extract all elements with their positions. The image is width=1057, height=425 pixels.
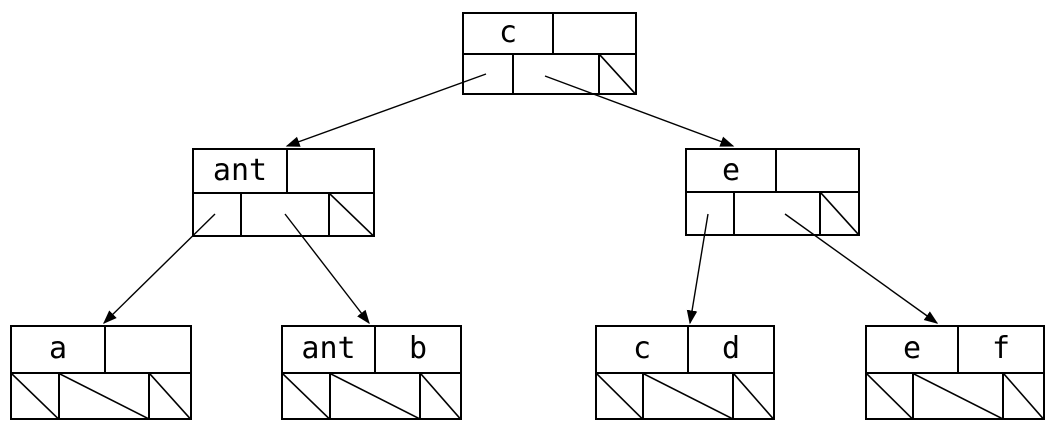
key-row: e	[687, 150, 858, 191]
null-pointer-cell	[912, 373, 1002, 418]
null-slash-icon	[644, 373, 732, 418]
key-cell	[552, 14, 635, 53]
null-slash-icon	[12, 373, 58, 418]
null-pointer-cell	[148, 373, 190, 418]
null-slash-icon	[150, 373, 190, 418]
pointer-cell	[194, 194, 240, 236]
key-cell	[286, 150, 373, 192]
pointer-row	[194, 191, 373, 236]
pointer-row	[597, 371, 773, 418]
null-slash-icon	[60, 373, 148, 418]
key-cell: d	[687, 327, 773, 372]
null-pointer-cell	[12, 373, 58, 418]
null-pointer-cell	[1002, 373, 1043, 418]
null-pointer-cell	[819, 193, 858, 234]
null-pointer-cell	[58, 373, 148, 418]
key-cell: a	[48, 331, 68, 367]
null-slash-icon	[283, 373, 329, 418]
null-pointer-cell	[329, 373, 419, 418]
key-row: a	[12, 327, 190, 372]
key-row: e f	[867, 327, 1043, 372]
node-internal-right: e	[685, 148, 860, 236]
node-internal-left: ant	[192, 148, 375, 237]
key-row: ant b	[283, 327, 460, 372]
pointer-row	[283, 371, 460, 418]
null-pointer-cell	[419, 373, 460, 418]
edge-root-to-internal-left	[285, 73, 487, 147]
pointer-cell	[464, 55, 512, 94]
key-row: c d	[597, 327, 773, 372]
pointer-row	[12, 371, 190, 418]
key-cell	[775, 150, 858, 191]
null-pointer-cell	[732, 373, 773, 418]
null-pointer-cell	[597, 373, 642, 418]
node-leaf-2: ant b	[281, 325, 462, 420]
null-slash-icon	[914, 373, 1002, 418]
node-leaf-1: a	[10, 325, 192, 420]
null-slash-icon	[1004, 373, 1043, 418]
null-slash-icon	[421, 373, 460, 418]
null-slash-icon	[330, 193, 373, 235]
node-root: c	[462, 12, 637, 95]
pointer-cell	[687, 193, 733, 234]
null-slash-icon	[734, 373, 773, 418]
key-row: ant	[194, 150, 373, 192]
pointer-row	[867, 371, 1043, 418]
key-cell: c	[632, 331, 652, 367]
null-pointer-cell	[328, 193, 373, 235]
key-cell: ant	[301, 331, 356, 367]
pointer-row	[687, 191, 858, 234]
null-pointer-cell	[283, 373, 329, 418]
key-cell: e	[902, 331, 922, 367]
null-slash-icon	[600, 54, 635, 93]
null-slash-icon	[597, 373, 642, 418]
key-cell: ant	[212, 152, 268, 188]
null-pointer-cell	[598, 54, 635, 93]
key-row: c	[464, 14, 635, 53]
pointer-cell	[733, 193, 819, 234]
pointer-row	[464, 52, 635, 94]
null-slash-icon	[331, 373, 419, 418]
node-leaf-4: e f	[865, 325, 1045, 420]
key-cell: e	[721, 152, 741, 188]
pointer-cell	[512, 54, 598, 93]
key-cell: b	[374, 327, 460, 372]
pointer-cell	[240, 193, 328, 235]
null-pointer-cell	[867, 373, 912, 418]
node-leaf-3: c d	[595, 325, 775, 420]
null-slash-icon	[821, 193, 858, 234]
null-pointer-cell	[642, 373, 732, 418]
null-slash-icon	[867, 373, 912, 418]
key-cell	[104, 327, 190, 372]
key-cell: f	[957, 327, 1043, 372]
key-cell: c	[498, 15, 518, 51]
